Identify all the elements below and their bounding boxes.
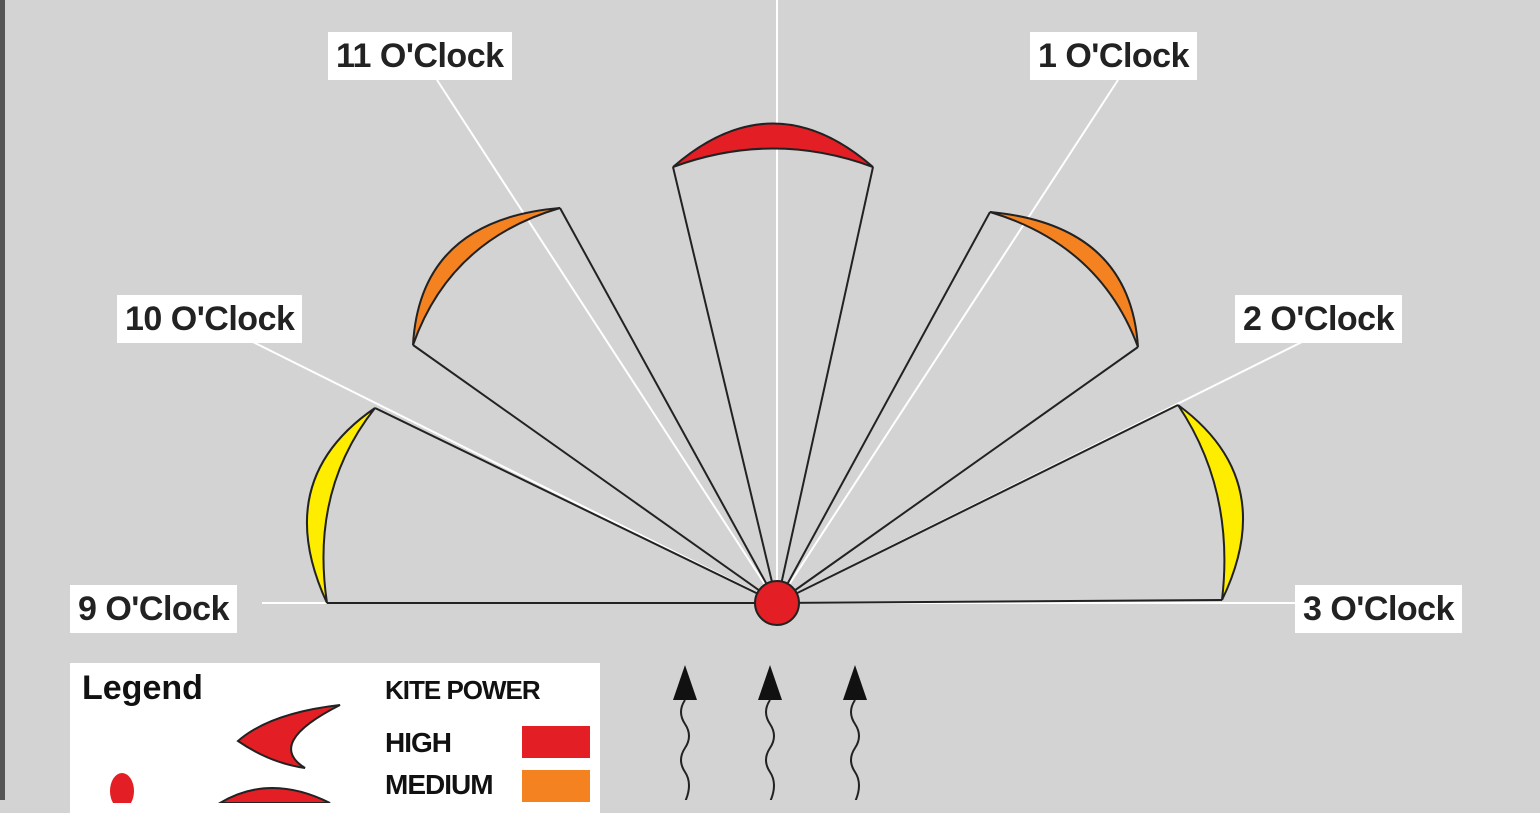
rider-position-icon	[754, 580, 800, 626]
kite-lines	[327, 166, 1223, 604]
wind-arrow-icon	[680, 699, 690, 800]
legend-medium-swatch	[522, 770, 590, 802]
legend-high-swatch	[522, 726, 590, 758]
guide-1	[776, 79, 1119, 604]
kite-1-oclock	[989, 211, 1139, 348]
frame-border	[0, 0, 5, 800]
wind-arrows	[680, 699, 860, 800]
label-10-oclock: 10 O'Clock	[117, 295, 303, 343]
guide-10	[244, 337, 778, 604]
label-2-oclock: 2 O'Clock	[1235, 295, 1402, 343]
legend-kite-icon	[236, 704, 341, 769]
wind-arrow-icon	[850, 699, 860, 800]
kite-11-oclock	[412, 207, 561, 346]
kite-2-oclock	[1177, 404, 1244, 601]
label-1-oclock: 1 O'Clock	[1030, 32, 1197, 80]
legend-title: Legend	[82, 669, 203, 707]
label-11-oclock: 11 O'Clock	[328, 32, 512, 80]
guide-11	[436, 79, 778, 604]
guide-lines	[244, 0, 1311, 604]
kite-10-oclock	[306, 407, 376, 604]
legend-kite-side-icon	[218, 787, 331, 803]
label-9-oclock: 9 O'Clock	[70, 585, 237, 633]
legend-medium-label: MEDIUM	[385, 769, 494, 800]
wind-arrow-icon	[765, 699, 775, 800]
legend-rider-icon	[110, 773, 134, 803]
kite-power-title: KITE POWER	[385, 675, 541, 705]
kite-12-oclock	[672, 122, 874, 168]
legend-high-label: HIGH	[385, 727, 452, 758]
legend: Legend KITE POWER HIGH MEDIUM	[70, 663, 600, 813]
label-3-oclock: 3 O'Clock	[1295, 585, 1462, 633]
